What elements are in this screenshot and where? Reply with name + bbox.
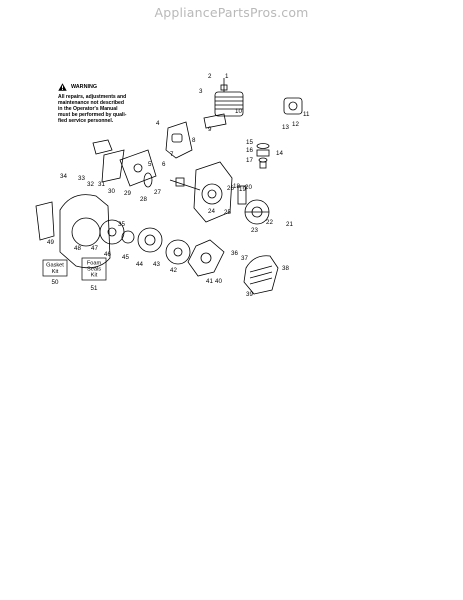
part-number-2: 2 bbox=[208, 73, 212, 80]
part-number-7: 7 bbox=[170, 151, 174, 158]
part-number-1: 1 bbox=[225, 73, 229, 80]
crankshaft bbox=[169, 177, 201, 191]
warning-text: All repairs, adjustments and maintenance… bbox=[58, 94, 127, 124]
warning-triangle-icon bbox=[58, 83, 67, 91]
tube bbox=[35, 201, 55, 241]
part-number-48: 48 bbox=[74, 245, 81, 252]
part-number-32: 32 bbox=[87, 181, 94, 188]
carburetor bbox=[283, 97, 303, 115]
part-number-44: 44 bbox=[136, 261, 143, 268]
muffler-shield bbox=[165, 121, 193, 159]
part-number-22: 22 bbox=[266, 219, 273, 226]
spacer-plate bbox=[203, 113, 227, 129]
part-number-29: 29 bbox=[124, 190, 131, 197]
engine-housing bbox=[193, 161, 233, 223]
part-number-callouts: 1 2 3 4 5 6 7 8 9 10 11 12 13 14 15 16 1… bbox=[47, 73, 310, 298]
part-number-5: 5 bbox=[148, 161, 152, 168]
handle bbox=[92, 139, 113, 155]
part-number-3: 3 bbox=[199, 88, 203, 95]
part-number-12: 12 bbox=[292, 121, 299, 128]
part-number-21: 21 bbox=[286, 221, 293, 228]
part-number-11: 11 bbox=[303, 111, 310, 118]
gasket-kit-box: Gasket Kit bbox=[42, 259, 68, 277]
ignition-module bbox=[237, 185, 247, 205]
part-number-13: 13 bbox=[282, 124, 289, 131]
cylinder bbox=[214, 91, 244, 117]
foam-seals-kit-label-line2: Seals bbox=[87, 267, 101, 273]
part-number-18: 18 bbox=[233, 183, 240, 190]
part-number-28: 28 bbox=[140, 196, 147, 203]
part-number-14: 14 bbox=[276, 150, 283, 157]
part-number-37: 37 bbox=[241, 255, 248, 262]
part-number-8: 8 bbox=[192, 137, 196, 144]
part-number-42: 42 bbox=[170, 267, 177, 274]
part-number-26: 26 bbox=[227, 185, 234, 192]
part-number-36: 36 bbox=[231, 250, 238, 257]
impeller bbox=[99, 219, 125, 245]
part-number-16: 16 bbox=[246, 147, 253, 154]
part-number-43: 43 bbox=[153, 261, 160, 268]
part-number-40: 40 bbox=[215, 278, 222, 285]
warning-notice: WARNING All repairs, adjustments and mai… bbox=[58, 83, 158, 124]
foam-seals-kit-label-line1: Foam bbox=[87, 261, 102, 267]
part-number-23: 23 bbox=[251, 227, 258, 234]
part-number-15: 15 bbox=[246, 139, 253, 146]
fuel-cap-assembly bbox=[256, 143, 270, 169]
throttle-assembly bbox=[119, 149, 157, 187]
watermark: AppliancePartsPros.com bbox=[154, 5, 309, 20]
gasket-kit-number: 50 bbox=[52, 279, 59, 286]
part-number-4: 4 bbox=[156, 120, 160, 127]
part-number-33: 33 bbox=[78, 175, 85, 182]
fan-blades bbox=[187, 239, 225, 277]
warning-title: WARNING bbox=[71, 84, 98, 90]
part-number-19: 19 bbox=[239, 186, 246, 193]
flywheel bbox=[244, 199, 270, 225]
part-number-9: 9 bbox=[208, 126, 212, 133]
part-number-25: 25 bbox=[224, 209, 231, 216]
part-number-34: 34 bbox=[60, 173, 67, 180]
recoil-cover bbox=[243, 255, 279, 295]
part-number-41: 41 bbox=[206, 278, 213, 285]
gasket-kit-label-line2: Kit bbox=[52, 269, 59, 275]
gasket-kit-label-line1: Gasket bbox=[46, 263, 64, 269]
starter-assembly bbox=[137, 227, 163, 253]
fan bbox=[165, 239, 191, 265]
part-number-35: 35 bbox=[118, 221, 125, 228]
part-number-31: 31 bbox=[98, 181, 105, 188]
part-number-27: 27 bbox=[154, 189, 161, 196]
spark-plug bbox=[220, 78, 228, 92]
part-number-24: 24 bbox=[208, 208, 215, 215]
part-number-45: 45 bbox=[122, 254, 129, 261]
foam-seals-kit-number: 51 bbox=[91, 285, 98, 292]
part-number-10: 10 bbox=[235, 108, 242, 115]
part-number-38: 38 bbox=[282, 265, 289, 272]
pulley bbox=[121, 230, 135, 244]
blower-housing bbox=[59, 194, 111, 269]
part-number-47: 47 bbox=[91, 245, 98, 252]
o-ring bbox=[143, 172, 153, 188]
part-number-39: 39 bbox=[246, 291, 253, 298]
part-number-49: 49 bbox=[47, 239, 54, 246]
bracket bbox=[101, 149, 125, 183]
part-number-17: 17 bbox=[246, 157, 253, 164]
part-number-30: 30 bbox=[108, 188, 115, 195]
foam-seals-kit-label-line3: Kit bbox=[91, 273, 98, 279]
part-number-6: 6 bbox=[162, 161, 166, 168]
foam-seals-kit-box: Foam Seals Kit bbox=[81, 257, 107, 281]
part-number-46: 46 bbox=[104, 251, 111, 258]
part-drawings bbox=[35, 78, 303, 295]
part-number-20: 20 bbox=[245, 184, 252, 191]
